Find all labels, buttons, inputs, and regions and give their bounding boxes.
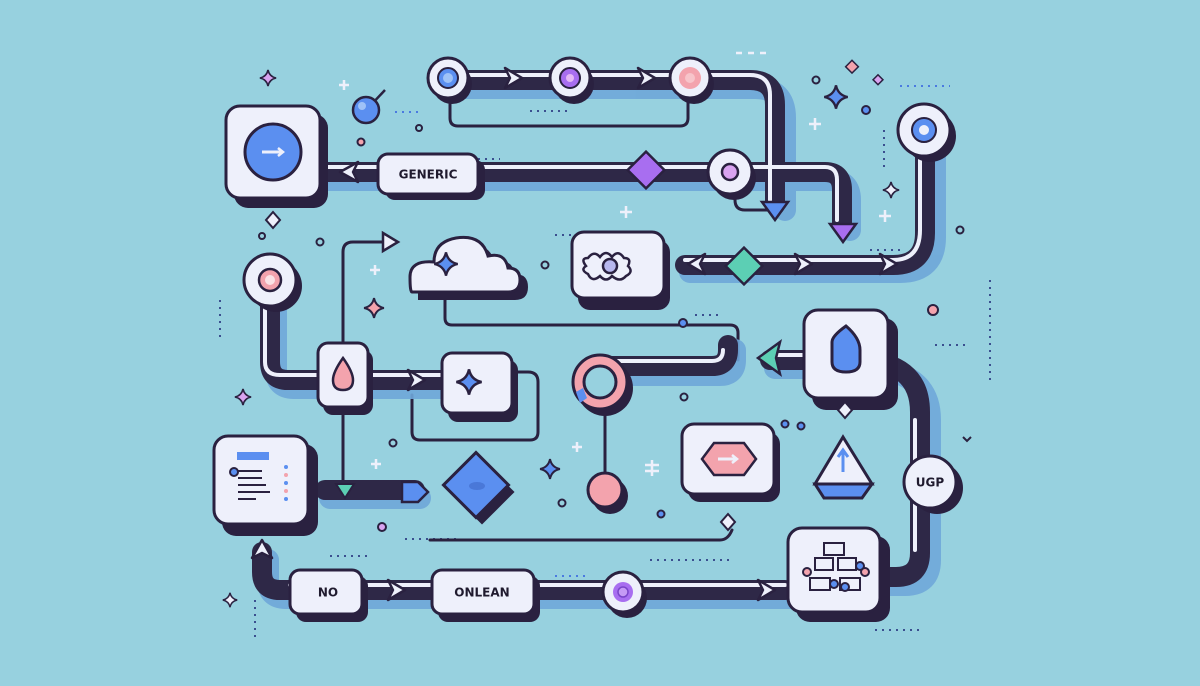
generic-label: GENERIC <box>399 168 458 182</box>
blue-ball-icon <box>351 89 386 125</box>
sparkle-card[interactable] <box>440 351 518 422</box>
pyramid-up-arrow-icon <box>812 434 875 500</box>
hierarchy-icon <box>802 542 870 592</box>
arrow-down-teal-icon <box>334 483 356 500</box>
pipe-end-blue-icon <box>400 480 430 504</box>
onlean-label: ONLEAN <box>454 586 509 600</box>
arrow-left-icon <box>686 252 707 276</box>
arrow-left-teal-icon <box>755 338 783 378</box>
hexagon-card[interactable] <box>680 422 780 502</box>
ugp-node[interactable]: UGP <box>902 454 963 514</box>
water-drop-icon <box>830 324 862 374</box>
plus-decorations <box>339 51 891 476</box>
onlean-step-button[interactable]: ONLEAN <box>430 568 540 622</box>
pink-ball-icon <box>586 471 628 514</box>
generic-step-button[interactable]: GENERIC <box>376 152 485 200</box>
arrow-up-icon <box>250 538 274 560</box>
no-label: NO <box>318 586 338 600</box>
sparkle-decorations <box>222 59 900 608</box>
arrow-right-icon <box>503 66 524 90</box>
settings-card[interactable] <box>570 230 670 310</box>
hexagon-arrow-icon <box>700 441 758 477</box>
pink-drop-icon <box>331 355 355 392</box>
water-card[interactable] <box>802 308 898 410</box>
ugp-label: UGP <box>916 476 945 490</box>
arrow-right-icon <box>386 578 407 602</box>
arrow-left-icon <box>338 160 360 184</box>
start-card[interactable] <box>224 104 328 208</box>
arrow-right-icon <box>756 578 777 602</box>
arrow-right-icon <box>793 252 814 276</box>
cloud-card[interactable] <box>408 235 528 300</box>
small-diamond-icons <box>264 210 854 532</box>
top-node-1[interactable] <box>426 56 472 104</box>
right-node[interactable] <box>896 102 956 162</box>
document-card[interactable] <box>212 434 318 536</box>
purple-diamond-icon <box>625 149 667 191</box>
drop-card[interactable] <box>316 341 373 415</box>
teal-diamond-icon <box>723 245 765 287</box>
document-list-icon <box>229 452 288 501</box>
arrow-right-icon <box>381 230 401 254</box>
mid-node[interactable] <box>706 148 756 200</box>
arrow-down-purple-icon <box>827 222 859 245</box>
hierarchy-card[interactable] <box>786 526 890 622</box>
top-node-2[interactable] <box>548 56 594 104</box>
arrow-down-blue-icon <box>759 200 791 223</box>
pipe-arrows <box>250 66 899 602</box>
arrow-right-icon <box>878 252 899 276</box>
blue-diamond-icon <box>441 450 515 525</box>
gear-icon <box>582 251 632 281</box>
ring-node[interactable] <box>571 353 633 416</box>
left-node[interactable] <box>242 252 302 312</box>
arrow-right-icon <box>636 66 657 90</box>
chevron-down-icon <box>962 436 972 443</box>
no-step-button[interactable]: NO <box>288 568 368 622</box>
arrow-right-icon <box>406 368 427 392</box>
dot-decorations <box>258 75 965 532</box>
top-node-3[interactable] <box>668 56 714 104</box>
arrow-right-circle-icon <box>243 122 303 182</box>
bottom-node[interactable] <box>601 570 647 618</box>
